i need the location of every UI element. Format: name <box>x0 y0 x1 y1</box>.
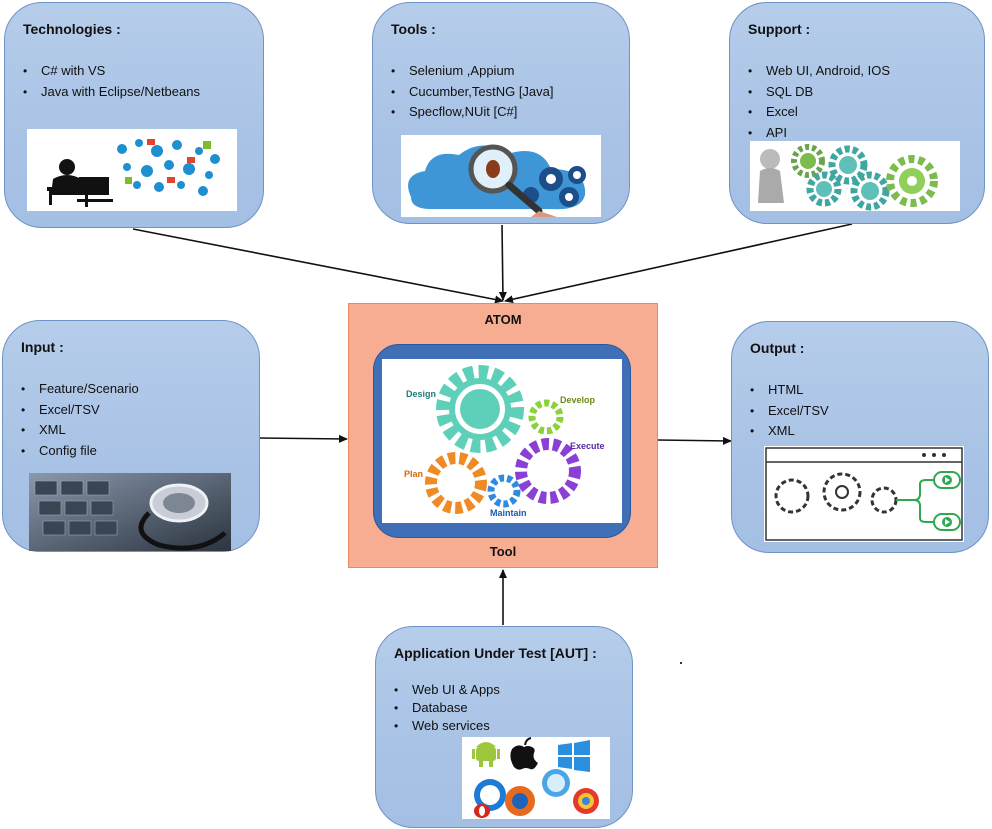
tools-title: Tools : <box>391 21 436 37</box>
list-item: Database <box>394 699 500 717</box>
developer-illustration-icon <box>27 129 237 211</box>
list-item: Java with Eclipse/Netbeans <box>23 82 200 103</box>
atom-tool-box: ATOM <box>348 303 658 568</box>
tools-box: Tools : Selenium ,Appium Cucumber,TestNG… <box>372 2 630 224</box>
support-title: Support : <box>748 21 811 37</box>
technologies-box: Technologies : C# with VS Java with Ecli… <box>4 2 264 228</box>
input-box: Input : Feature/Scenario Excel/TSV XML C… <box>2 320 260 552</box>
arrow-atom-to-output <box>657 436 732 445</box>
stray-dot <box>680 662 682 664</box>
list-item: Feature/Scenario <box>21 379 139 400</box>
platform-logos-icon <box>462 737 610 819</box>
technologies-title: Technologies : <box>23 21 121 37</box>
stethoscope-keyboard-icon <box>29 473 231 551</box>
platform-browser-logos-image <box>462 737 610 819</box>
support-box: Support : Web UI, Android, IOS SQL DB Ex… <box>729 2 985 224</box>
list-item: Config file <box>21 441 139 462</box>
output-list: HTML Excel/TSV XML <box>750 380 829 442</box>
arrow-tools-to-atom <box>498 224 507 301</box>
list-item: Specflow,NUit [C#] <box>391 102 554 123</box>
windows-icon <box>558 740 590 772</box>
input-title: Input : <box>21 339 64 355</box>
input-list: Feature/Scenario Excel/TSV XML Config fi… <box>21 379 139 461</box>
arrow-technologies-to-atom <box>132 228 504 304</box>
atom-inner-panel: Design Develop Execute Plan Maintain <box>373 344 631 538</box>
list-item: Web UI, Android, IOS <box>748 61 890 82</box>
list-item: API <box>748 123 890 144</box>
sdlc-gears-image: Design Develop Execute Plan Maintain <box>382 359 622 523</box>
list-item: Excel <box>748 102 890 123</box>
keyboard-stethoscope-image <box>29 473 231 551</box>
gear-label-plan: Plan <box>404 469 424 479</box>
list-item: C# with VS <box>23 61 200 82</box>
output-box: Output : HTML Excel/TSV XML <box>731 321 989 553</box>
list-item: Cucumber,TestNG [Java] <box>391 82 554 103</box>
cloud-bug-icon <box>401 135 601 217</box>
android-icon <box>472 742 500 767</box>
gear-label-execute: Execute <box>570 441 605 451</box>
list-item: SQL DB <box>748 82 890 103</box>
gear-window-icon <box>764 446 964 542</box>
arrow-support-to-atom <box>504 223 853 304</box>
atom-title: ATOM <box>484 312 522 327</box>
technologies-list: C# with VS Java with Eclipse/Netbeans <box>23 61 200 102</box>
list-item: XML <box>750 421 829 442</box>
developer-at-computer-image <box>27 129 237 211</box>
cloud-magnifier-bug-image <box>401 135 601 217</box>
list-item: HTML <box>750 380 829 401</box>
aut-title: Application Under Test [AUT] : <box>394 645 597 661</box>
arrow-input-to-atom <box>258 434 348 443</box>
list-item: Selenium ,Appium <box>391 61 554 82</box>
support-list: Web UI, Android, IOS SQL DB Excel API <box>748 61 890 143</box>
gear-label-maintain: Maintain <box>490 508 527 518</box>
list-item: Web services <box>394 717 500 735</box>
aut-list: Web UI & Apps Database Web services <box>394 681 500 735</box>
gears-person-icon <box>750 141 960 211</box>
atom-footer-label: Tool <box>489 544 517 559</box>
aut-box: Application Under Test [AUT] : Web UI & … <box>375 626 633 828</box>
list-item: XML <box>21 420 139 441</box>
list-item: Web UI & Apps <box>394 681 500 699</box>
output-title: Output : <box>750 340 805 356</box>
list-item: Excel/TSV <box>21 400 139 421</box>
apple-icon <box>510 745 538 770</box>
gear-label-develop: Develop <box>560 395 596 405</box>
tools-list: Selenium ,Appium Cucumber,TestNG [Java] … <box>391 61 554 123</box>
sdlc-gears-icon <box>425 365 581 514</box>
process-window-image <box>764 446 964 542</box>
gear-label-design: Design <box>406 389 437 399</box>
list-item: Excel/TSV <box>750 401 829 422</box>
person-with-gears-image <box>750 141 960 211</box>
